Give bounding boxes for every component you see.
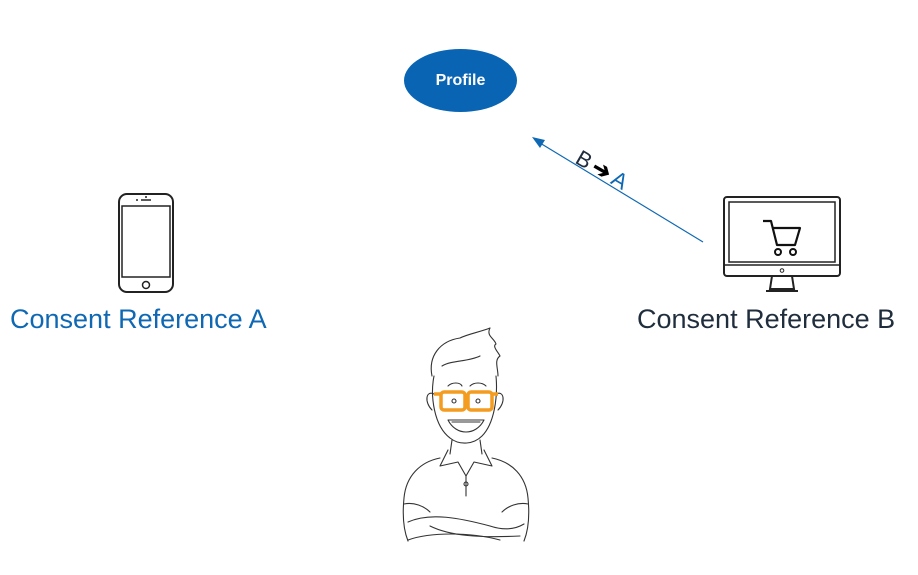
edge-line [539, 142, 704, 243]
glasses [434, 390, 498, 412]
edge-arrowhead [532, 137, 545, 148]
shopping-cart-icon [763, 219, 802, 256]
profile-node: Profile [404, 49, 517, 112]
desktop-cart-icon [723, 196, 841, 292]
smartphone-icon [118, 193, 174, 293]
profile-label: Profile [435, 71, 486, 89]
person-with-glasses-icon [402, 327, 530, 542]
consent-reference-a-label: Consent Reference A [10, 304, 267, 334]
consent-reference-b-label: Consent Reference B [637, 304, 896, 334]
